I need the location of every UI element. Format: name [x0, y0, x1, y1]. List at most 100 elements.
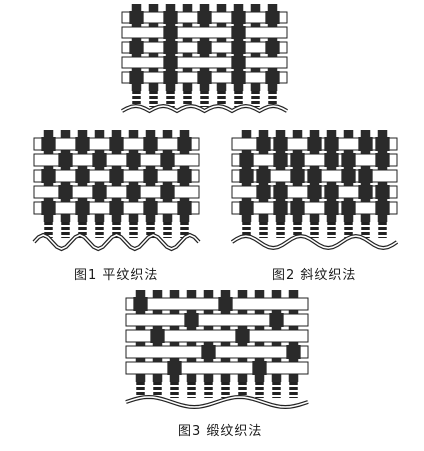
warp-float [231, 11, 246, 24]
warp-float [92, 153, 107, 167]
warp-float [358, 185, 373, 199]
warp-float [163, 26, 178, 39]
warp-float [109, 169, 124, 183]
warp-float [269, 313, 284, 327]
weft-thread [231, 201, 398, 215]
warp-float [231, 26, 246, 39]
warp-float [184, 313, 199, 327]
warp-float [324, 137, 339, 151]
warp-float [341, 153, 356, 167]
warp-float [201, 345, 216, 359]
warp-float [75, 137, 90, 151]
warp-float [58, 153, 73, 167]
warp-float [126, 153, 141, 167]
weave-diagram-top [121, 4, 288, 114]
warp-float [375, 185, 390, 199]
warp-float [375, 153, 390, 167]
warp-float [143, 169, 158, 183]
warp-float [75, 169, 90, 183]
warp-float [290, 153, 305, 167]
warp-float [41, 169, 56, 183]
warp-float [133, 297, 148, 311]
warp-float [252, 361, 267, 375]
warp-float [143, 201, 158, 215]
warp-float [290, 201, 305, 215]
cross-section-line-inner [125, 396, 309, 408]
caption-satin-weave: 图3 缎纹织法 [178, 424, 263, 439]
warp-float [41, 137, 56, 151]
warp-float [160, 153, 175, 167]
warp-float [163, 56, 178, 69]
warp-float [58, 185, 73, 199]
weft-thread [121, 56, 288, 69]
warp-float [265, 11, 280, 24]
cross-section-line-inner [33, 234, 200, 250]
warp-float [109, 137, 124, 151]
warp-float [256, 169, 271, 183]
cross-section-line-inner [121, 105, 288, 112]
warp-float [177, 201, 192, 215]
warp-float [163, 71, 178, 84]
warp-float [290, 169, 305, 183]
warp-float [109, 201, 124, 215]
warp-float [167, 361, 182, 375]
warp-float [177, 137, 192, 151]
warp-float [75, 201, 90, 215]
warp-float [307, 185, 322, 199]
weft-thread [125, 329, 309, 343]
warp-float [375, 201, 390, 215]
weft-thread [231, 153, 398, 167]
warp-float [239, 201, 254, 215]
warp-float [273, 201, 288, 215]
warp-float [341, 201, 356, 215]
weft-thread [121, 26, 288, 39]
weft-thread [33, 153, 200, 167]
warp-float [231, 41, 246, 54]
warp-float [256, 137, 271, 151]
warp-float [239, 153, 254, 167]
warp-float [41, 201, 56, 215]
weave-diagram-plain [32, 130, 201, 252]
warp-float [231, 71, 246, 84]
warp-float [273, 185, 288, 199]
warp-float [286, 345, 301, 359]
warp-float [307, 137, 322, 151]
warp-float [129, 71, 144, 84]
warp-float [235, 329, 250, 343]
warp-float [177, 169, 192, 183]
warp-float [163, 41, 178, 54]
warp-float [256, 185, 271, 199]
warp-float [197, 11, 212, 24]
warp-float [273, 137, 288, 151]
warp-float [150, 329, 165, 343]
weft-thread [125, 297, 309, 311]
weave-diagram-satin [125, 290, 309, 410]
warp-float [160, 185, 175, 199]
cross-section-line-inner [231, 235, 398, 249]
warp-float [265, 71, 280, 84]
warp-float [307, 169, 322, 183]
warp-float [265, 41, 280, 54]
warp-float [324, 185, 339, 199]
warp-float [358, 169, 373, 183]
warp-float [273, 153, 288, 167]
weave-diagram-twill [230, 130, 399, 251]
weft-thread [125, 361, 309, 375]
weft-thread [125, 313, 309, 327]
warp-float [197, 71, 212, 84]
warp-float [163, 11, 178, 24]
weft-thread [125, 345, 309, 359]
warp-float [143, 137, 158, 151]
caption-twill-weave: 图2 斜纹织法 [272, 268, 357, 283]
caption-plain-weave: 图1 平纹织法 [74, 268, 159, 283]
warp-float [218, 297, 233, 311]
warp-float [231, 56, 246, 69]
warp-float [324, 201, 339, 215]
warp-float [239, 169, 254, 183]
warp-float [375, 137, 390, 151]
weft-thread [33, 185, 200, 199]
warp-float [92, 185, 107, 199]
warp-float [341, 169, 356, 183]
warp-float [358, 137, 373, 151]
warp-float [324, 153, 339, 167]
